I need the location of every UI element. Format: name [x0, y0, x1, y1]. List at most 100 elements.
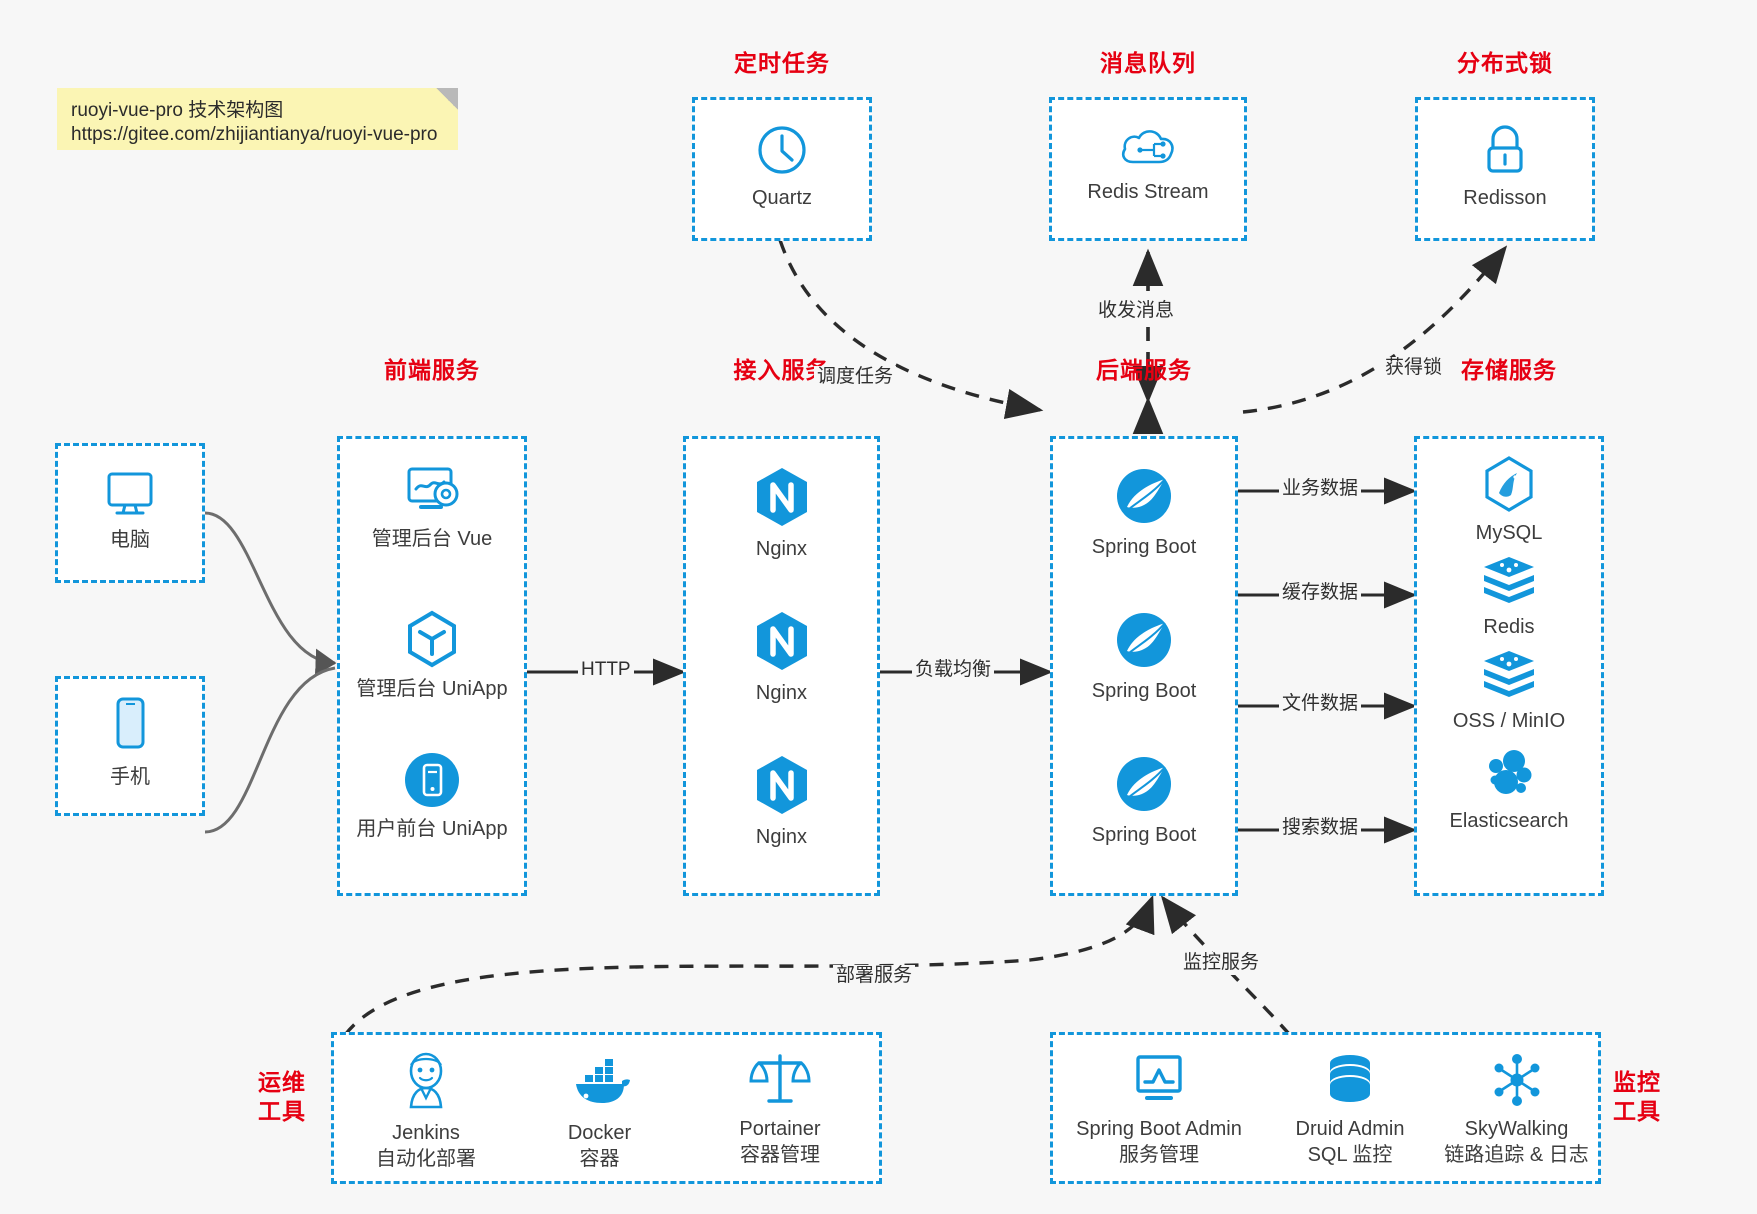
docker-icon: [518, 1051, 681, 1113]
node-label: Elasticsearch: [1449, 810, 1569, 832]
group-title-storage: 存储服务: [1461, 357, 1557, 383]
spring-boot-icon: [1053, 465, 1235, 527]
node-portainer[interactable]: Portainer 容器管理: [681, 1051, 879, 1169]
group-title-monitor-line2: 工具: [1613, 1098, 1661, 1125]
node-skywalking[interactable]: SkyWalking 链路追踪 & 日志: [1435, 1051, 1598, 1169]
node-label: Jenkins: [392, 1122, 460, 1144]
node-druid-admin[interactable]: Druid Admin SQL 监控: [1265, 1051, 1435, 1169]
node-spring-boot-1[interactable]: Spring Boot: [1053, 465, 1235, 560]
elasticsearch-icon: [1417, 747, 1601, 801]
group-title-scheduler: 定时任务: [734, 50, 830, 76]
node-label: 用户前台 UniApp: [356, 818, 508, 840]
edge-label-file-data: 文件数据: [1279, 693, 1362, 716]
group-box-monitor: Spring Boot Admin 服务管理 Druid Admin SQL 监: [1050, 1032, 1601, 1184]
nginx-icon: [686, 753, 877, 817]
node-mysql[interactable]: MySQL: [1417, 455, 1601, 546]
node-label: Portainer: [739, 1118, 821, 1140]
node-sublabel: 容器: [579, 1148, 620, 1171]
node-redis[interactable]: Redis: [1417, 553, 1601, 640]
mobile-app-icon: [340, 751, 524, 809]
dashboard-gear-icon: [340, 463, 524, 519]
group-box-storage: MySQL Redis: [1414, 436, 1604, 896]
node-redis-stream[interactable]: Redis Stream: [1052, 122, 1244, 205]
node-label: Quartz: [751, 187, 813, 209]
edge-label-acquire-lock: 获得锁: [1382, 357, 1446, 380]
node-mobile[interactable]: 手机: [58, 695, 202, 790]
edge-label-send-receive: 收发消息: [1095, 300, 1178, 323]
node-label: Nginx: [755, 682, 808, 704]
node-elasticsearch[interactable]: Elasticsearch: [1417, 747, 1601, 834]
node-nginx-1[interactable]: Nginx: [686, 465, 877, 562]
group-box-pc: 电脑: [55, 443, 205, 583]
note-line-2: https://gitee.com/zhijiantianya/ruoyi-vu…: [71, 124, 438, 145]
group-title-backend: 后端服务: [1096, 357, 1192, 383]
lock-icon: [1418, 122, 1592, 178]
node-sublabel: 自动化部署: [376, 1148, 476, 1171]
edge-label-search-data: 搜索数据: [1279, 817, 1362, 840]
oss-minio-icon: [1417, 647, 1601, 701]
node-label: 手机: [110, 766, 150, 788]
node-label: Druid Admin: [1295, 1118, 1405, 1140]
node-admin-uniapp[interactable]: 管理后台 UniApp: [340, 609, 524, 702]
node-label: Nginx: [755, 538, 808, 560]
node-jenkins[interactable]: Jenkins 自动化部署: [334, 1051, 518, 1173]
clock-icon: [695, 122, 869, 178]
group-title-mq: 消息队列: [1100, 50, 1196, 76]
node-label: OSS / MinIO: [1452, 710, 1566, 732]
diagram-note: ruoyi-vue-pro 技术架构图 https://gitee.com/zh…: [57, 88, 458, 150]
smartphone-icon: [58, 695, 202, 757]
node-pc[interactable]: 电脑: [58, 466, 202, 553]
edge-label-cache-data: 缓存数据: [1279, 582, 1362, 605]
edge-label-biz-data: 业务数据: [1279, 478, 1362, 501]
node-label: Redis Stream: [1087, 181, 1209, 203]
skywalking-node-icon: [1435, 1051, 1598, 1109]
node-label: Spring Boot: [1091, 536, 1197, 558]
node-nginx-2[interactable]: Nginx: [686, 609, 877, 706]
redis-icon: [1417, 553, 1601, 607]
node-sublabel: 服务管理: [1119, 1144, 1199, 1167]
edge-label-deploy-service: 部署服务: [833, 965, 916, 988]
node-quartz[interactable]: Quartz: [695, 122, 869, 211]
node-sublabel: 容器管理: [740, 1144, 820, 1167]
spring-boot-icon: [1053, 609, 1235, 671]
group-box-frontend: 管理后台 Vue 管理后台 UniApp 用户前台 UniApp: [337, 436, 527, 896]
group-title-monitor-line1: 监控: [1613, 1069, 1661, 1095]
node-user-uniapp[interactable]: 用户前台 UniApp: [340, 751, 524, 842]
group-title-gateway: 接入服务: [733, 357, 830, 383]
edge-label-http: HTTP: [578, 659, 634, 682]
group-title-ops-line1: 运维: [258, 1069, 306, 1095]
cloud-stream-icon: [1052, 122, 1244, 172]
node-oss-minio[interactable]: OSS / MinIO: [1417, 647, 1601, 734]
group-box-backend: Spring Boot Spring Boot Spring Boot: [1050, 436, 1238, 896]
note-fold-corner: [436, 88, 458, 110]
group-title-ops-line2: 工具: [258, 1098, 306, 1125]
spring-boot-icon: [1053, 753, 1235, 815]
portainer-scales-icon: [681, 1051, 879, 1109]
node-redisson[interactable]: Redisson: [1418, 122, 1592, 211]
node-label: 管理后台 UniApp: [356, 678, 508, 700]
nginx-icon: [686, 465, 877, 529]
node-spring-boot-admin[interactable]: Spring Boot Admin 服务管理: [1053, 1051, 1265, 1169]
group-title-frontend: 前端服务: [384, 357, 480, 383]
desktop-icon: [58, 466, 202, 520]
group-box-scheduler: Quartz: [692, 97, 872, 241]
node-docker[interactable]: Docker 容器: [518, 1051, 681, 1173]
group-box-mobile: 手机: [55, 676, 205, 816]
uniapp-cube-icon: [340, 609, 524, 669]
node-sublabel: SQL 监控: [1307, 1144, 1393, 1167]
jenkins-icon: [334, 1051, 518, 1113]
node-nginx-3[interactable]: Nginx: [686, 753, 877, 850]
group-title-ops: 运维 工具: [258, 1068, 326, 1127]
node-spring-boot-3[interactable]: Spring Boot: [1053, 753, 1235, 848]
node-label: Spring Boot Admin: [1076, 1118, 1242, 1140]
node-spring-boot-2[interactable]: Spring Boot: [1053, 609, 1235, 704]
mysql-icon: [1417, 455, 1601, 513]
edge-label-schedule-task: 调度任务: [814, 366, 897, 389]
node-label: Spring Boot: [1091, 680, 1197, 702]
node-admin-vue[interactable]: 管理后台 Vue: [340, 463, 524, 552]
edge-label-load-balance: 负载均衡: [912, 659, 995, 682]
node-label: 管理后台 Vue: [371, 528, 493, 550]
group-box-mq: Redis Stream: [1049, 97, 1247, 241]
group-title-lock: 分布式锁: [1457, 50, 1553, 76]
